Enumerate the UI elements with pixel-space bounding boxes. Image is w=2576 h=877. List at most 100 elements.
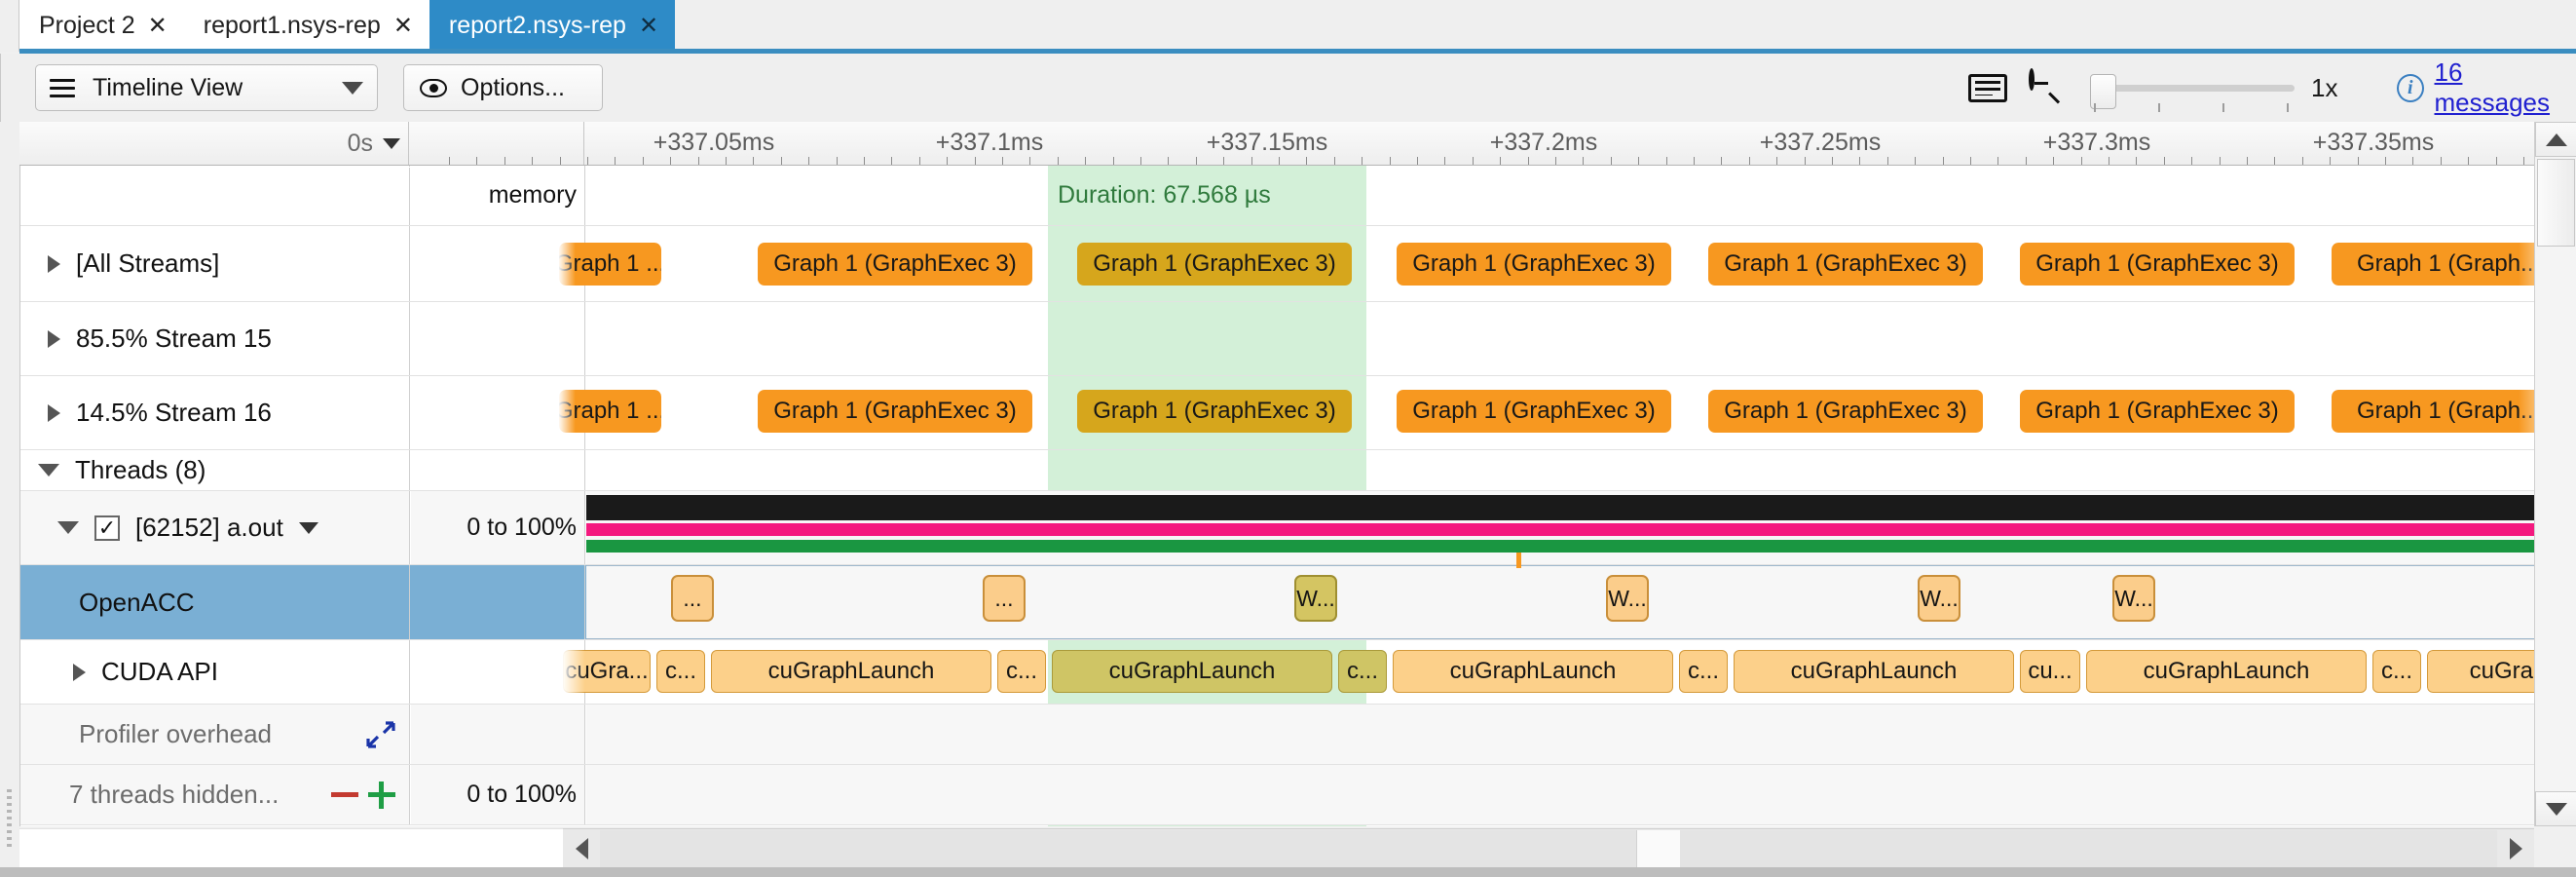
- row-track[interactable]: Graph 1 ... Graph 1 (GraphExec 3) Graph 1 …: [559, 226, 2534, 301]
- close-icon[interactable]: ✕: [392, 12, 413, 39]
- close-icon[interactable]: ✕: [638, 12, 659, 39]
- row-name-cell[interactable]: [20, 166, 410, 225]
- timeline-bar[interactable]: Graph 1 (GraphExec 3): [1708, 390, 1983, 433]
- openacc-event-bar[interactable]: W...: [1918, 575, 1960, 622]
- row-menu-chevron-down-icon[interactable]: [298, 521, 318, 534]
- openacc-event-bar[interactable]: ...: [983, 575, 1026, 622]
- timeline-bar[interactable]: c...: [2372, 650, 2421, 693]
- timeline-bar[interactable]: Graph 1 ...: [559, 390, 661, 433]
- timeline-ruler[interactable]: 0s +337.05ms+337.1ms+337.15ms+337.2ms+33…: [19, 122, 2552, 166]
- row-checkbox[interactable]: ✓: [94, 515, 120, 541]
- expand-arrow-icon[interactable]: [73, 663, 86, 681]
- resize-grip[interactable]: [7, 789, 12, 848]
- timeline-row[interactable]: OpenACC...... W... W... W... W...: [20, 553, 2534, 640]
- row-name-cell[interactable]: Threads (8): [20, 450, 410, 490]
- row-name-cell[interactable]: 7 threads hidden...: [20, 765, 410, 824]
- collapse-arrow-icon[interactable]: [38, 464, 59, 477]
- timeline-bar[interactable]: c...: [1679, 650, 1728, 693]
- row-track[interactable]: [586, 705, 2534, 764]
- timeline-bar[interactable]: Graph 1 (GraphExec 3): [758, 390, 1032, 433]
- row-name-cell[interactable]: 14.5% Stream 16: [20, 376, 410, 449]
- horizontal-scroll-track-left[interactable]: [600, 830, 1637, 867]
- timeline-bar[interactable]: cuGraphLaunch: [2086, 650, 2367, 693]
- timeline-bar[interactable]: cuGraphLaunch: [1052, 650, 1332, 693]
- close-icon[interactable]: ✕: [147, 12, 168, 39]
- row-name-cell[interactable]: [All Streams]: [20, 226, 410, 301]
- timeline-row[interactable]: 14.5% Stream 16 Graph 1 ... Graph 1 (Graph…: [20, 376, 2534, 450]
- messages-link[interactable]: i 16 messages: [2397, 54, 2576, 122]
- zoom-slider[interactable]: [2090, 74, 2295, 112]
- plus-icon[interactable]: [368, 781, 395, 809]
- row-name-cell[interactable]: CUDA API: [20, 640, 410, 704]
- timeline-bar[interactable]: cuGraphLaunch: [1734, 650, 2014, 693]
- timeline-bar[interactable]: Graph 1 (GraphExec 3): [1397, 243, 1671, 286]
- timeline-bar[interactable]: cuGra...: [563, 650, 651, 693]
- row-track[interactable]: Graph 1 ... Graph 1 (GraphExec 3) Graph 1 …: [559, 376, 2534, 449]
- openacc-event-bar[interactable]: ...: [671, 575, 714, 622]
- row-track[interactable]: [586, 302, 2534, 375]
- row-track[interactable]: ...... W... W... W... W...: [586, 553, 2534, 639]
- chevron-down-icon[interactable]: [383, 137, 400, 149]
- tab-report1[interactable]: report1.nsys-rep ✕: [183, 0, 429, 52]
- scroll-left-button[interactable]: [563, 829, 600, 867]
- timeline-bar[interactable]: Graph 1 (GraphExec 3): [2020, 243, 2295, 286]
- timeline-bar[interactable]: cu...: [2020, 650, 2080, 693]
- row-name-cell[interactable]: Profiler overhead: [20, 705, 410, 764]
- timeline-bar[interactable]: c...: [997, 650, 1046, 693]
- timeline-bar[interactable]: cuGraphLaunch: [2427, 650, 2534, 693]
- minus-icon[interactable]: [331, 792, 358, 797]
- openacc-event-bar[interactable]: W...: [2112, 575, 2155, 622]
- expand-arrow-icon[interactable]: [48, 254, 60, 273]
- openacc-event-bar[interactable]: W...: [1294, 575, 1337, 622]
- timeline-row[interactable]: 85.5% Stream 15: [20, 302, 2534, 376]
- ruler-origin[interactable]: 0s: [19, 122, 409, 165]
- scroll-up-button[interactable]: [2535, 122, 2576, 157]
- timeline-bar[interactable]: Graph 1 (GraphExec 3): [1708, 243, 1983, 286]
- timeline-bar[interactable]: Graph 1 ...: [559, 243, 661, 286]
- expand-diagonal-icon[interactable]: [366, 720, 395, 749]
- timeline-bar[interactable]: Graph 1 (GraphExec 3): [1397, 390, 1671, 433]
- row-name-cell[interactable]: 85.5% Stream 15: [20, 302, 410, 375]
- timeline-bar[interactable]: Graph 1 (GraphExec 3): [1077, 390, 1352, 433]
- row-track[interactable]: [586, 491, 2534, 564]
- tab-project-2[interactable]: Project 2 ✕: [19, 0, 184, 52]
- timeline-row[interactable]: [All Streams] Graph 1 ... Graph 1 (GraphEx…: [20, 226, 2534, 302]
- vertical-scroll-thumb[interactable]: [2537, 159, 2575, 247]
- collapse-arrow-icon[interactable]: [57, 521, 79, 534]
- timeline-row[interactable]: Profiler overhead: [20, 705, 2534, 765]
- row-track[interactable]: [586, 765, 2534, 824]
- timeline-bar[interactable]: Graph 1 (Graph...: [2332, 390, 2534, 433]
- horizontal-scroll-track-right[interactable]: [1680, 830, 2497, 867]
- timeline-row[interactable]: Threads (8): [20, 450, 2534, 491]
- horizontal-scrollbar[interactable]: [563, 828, 2534, 867]
- timeline-bar[interactable]: Graph 1 (GraphExec 3): [1077, 243, 1352, 286]
- timeline-bar[interactable]: c...: [656, 650, 705, 693]
- row-track[interactable]: [586, 450, 2534, 490]
- view-select-dropdown[interactable]: Timeline View: [35, 64, 378, 111]
- row-track[interactable]: [586, 166, 2534, 225]
- row-name-cell[interactable]: ✓[62152] a.out: [20, 491, 410, 564]
- scroll-right-button[interactable]: [2497, 829, 2534, 867]
- timeline-bar[interactable]: cuGraphLaunch: [1393, 650, 1673, 693]
- event-marker[interactable]: [1516, 553, 1521, 568]
- tab-report2[interactable]: report2.nsys-rep ✕: [429, 0, 676, 52]
- horizontal-scroll-thumb[interactable]: [1637, 830, 1680, 867]
- vertical-scrollbar[interactable]: [2534, 122, 2576, 826]
- timeline-bar[interactable]: cuGraphLaunch: [711, 650, 991, 693]
- expand-arrow-icon[interactable]: [48, 403, 60, 422]
- keyboard-icon[interactable]: [1968, 54, 2007, 122]
- scroll-down-button[interactable]: [2535, 791, 2576, 826]
- timeline-bar[interactable]: Graph 1 (GraphExec 3): [2020, 390, 2295, 433]
- expand-arrow-icon[interactable]: [48, 329, 60, 348]
- timeline-bar[interactable]: Graph 1 (GraphExec 3): [758, 243, 1032, 286]
- row-name-cell[interactable]: OpenACC: [20, 565, 410, 639]
- timeline-row[interactable]: memory: [20, 166, 2534, 226]
- timeline-row[interactable]: 7 threads hidden...0 to 100%: [20, 765, 2534, 825]
- openacc-event-bar[interactable]: W...: [1606, 575, 1649, 622]
- options-button[interactable]: Options...: [403, 64, 603, 111]
- timeline-bar[interactable]: c...: [1338, 650, 1387, 693]
- zoom-out-icon[interactable]: [2029, 54, 2062, 122]
